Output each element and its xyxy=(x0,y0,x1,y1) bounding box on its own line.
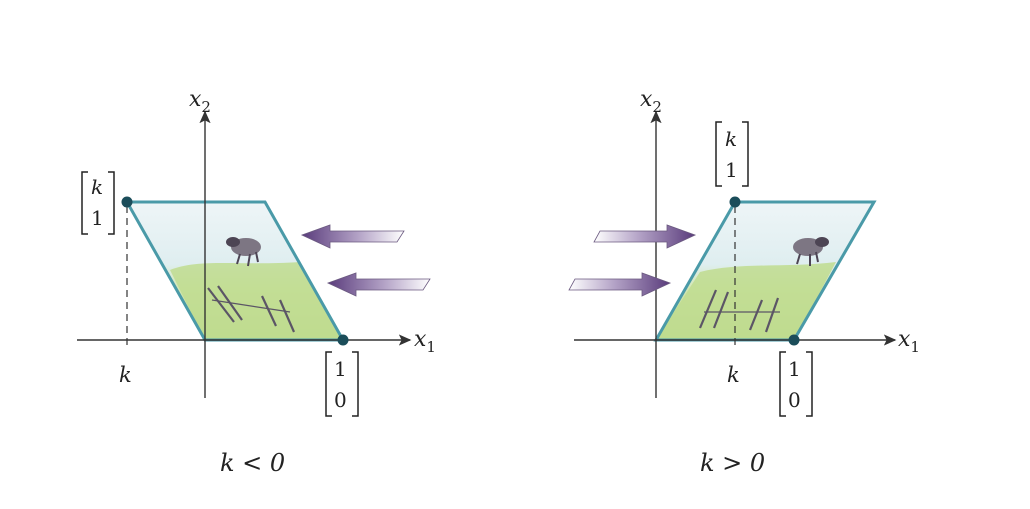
arrow-right-top xyxy=(593,224,697,249)
point-k1-right xyxy=(729,196,741,208)
arrow-left-top xyxy=(300,224,405,249)
k-tick-label-right: k xyxy=(727,363,740,387)
sheep-figure xyxy=(793,237,829,266)
arrow-left-bottom xyxy=(326,272,431,297)
point-k1-left xyxy=(121,196,133,208)
svg-text:1: 1 xyxy=(788,357,801,381)
k-tick-label-left: k xyxy=(119,363,132,387)
sheared-image-left xyxy=(124,200,346,342)
vector-e1-label-left: 1 0 xyxy=(325,351,359,417)
svg-text:0: 0 xyxy=(334,388,347,412)
svg-text:0: 0 xyxy=(788,388,801,412)
vector-k1-label-left: k 1 xyxy=(81,171,115,235)
sheep-figure xyxy=(226,237,261,267)
arrow-right-bottom xyxy=(568,272,672,297)
svg-text:1: 1 xyxy=(725,158,738,182)
vector-e1-label-right: 1 0 xyxy=(779,351,813,417)
shear-arrows-left xyxy=(300,224,431,297)
svg-text:1: 1 xyxy=(334,357,347,381)
vector-k1-label-right: k 1 xyxy=(715,121,749,187)
sheared-image-right xyxy=(653,200,877,342)
fence-figure xyxy=(698,289,780,333)
x2-label-left: x2 xyxy=(189,87,211,116)
caption-right: k > 0 xyxy=(700,449,765,477)
svg-text:k: k xyxy=(725,127,737,151)
point-e1-right xyxy=(788,334,800,346)
panel-k-positive: x1 x2 k k 1 1 0 k > 0 xyxy=(568,87,920,477)
fence-figure xyxy=(207,285,296,333)
point-e1-left xyxy=(337,334,349,346)
x1-label-left: x1 xyxy=(414,327,436,356)
shear-arrows-right xyxy=(568,224,697,297)
x1-label-right: x1 xyxy=(898,327,920,356)
caption-left: k < 0 xyxy=(220,449,285,477)
svg-text:k: k xyxy=(91,175,103,199)
x2-label-right: x2 xyxy=(640,87,662,116)
panel-k-negative: x1 x2 k k 1 1 0 k < 0 xyxy=(77,87,436,477)
svg-text:1: 1 xyxy=(91,206,104,230)
